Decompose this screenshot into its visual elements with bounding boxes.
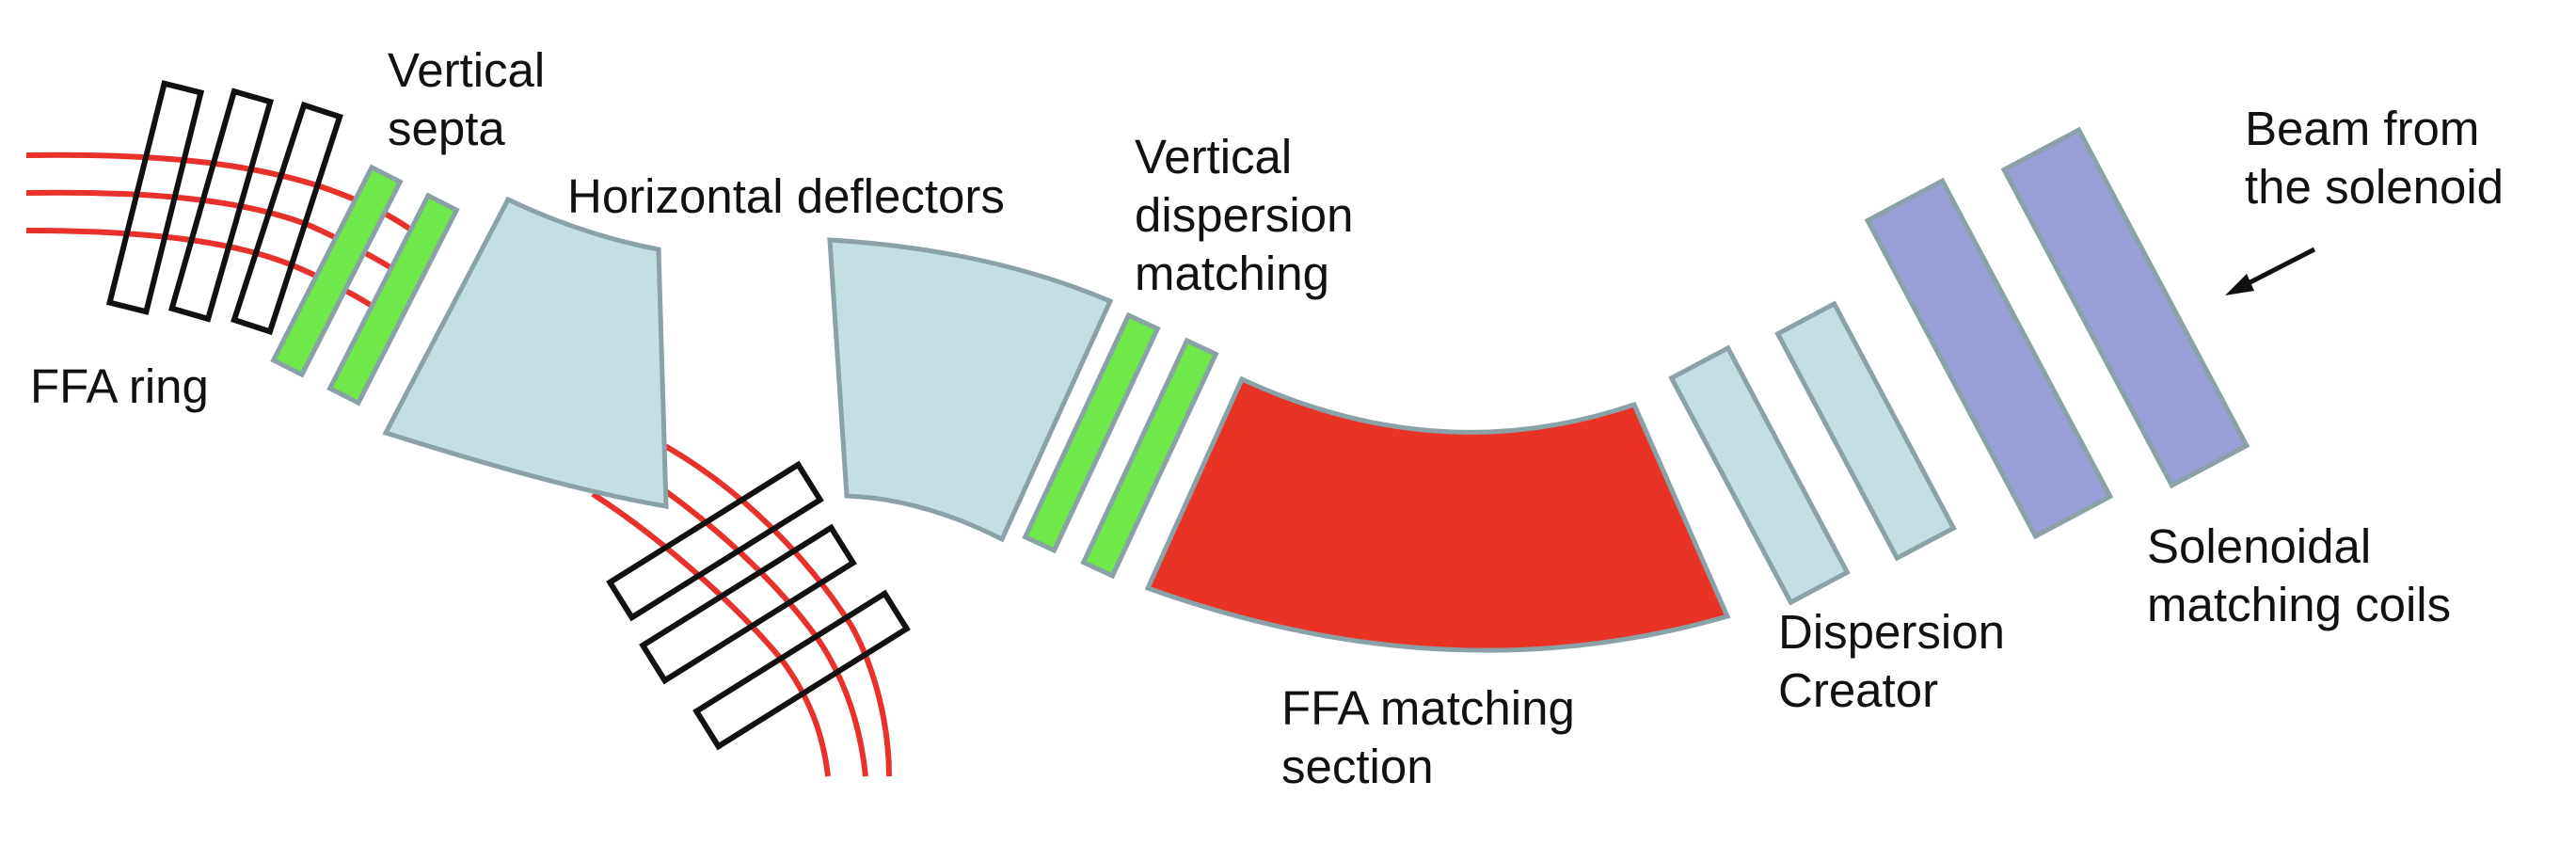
vertical-septum-2	[326, 192, 460, 407]
label-dispersion-creator: Dispersion Creator	[1778, 603, 2005, 720]
label-ffa-matching-section: FFA matching section	[1281, 679, 1575, 796]
label-vertical-septa: Vertical septa	[388, 41, 545, 158]
extraction-magnets	[606, 460, 911, 751]
extraction-beam-lines	[591, 439, 892, 777]
extraction-magnet-1	[606, 460, 824, 622]
label-vertical-septa-line-2: septa	[388, 102, 505, 155]
extraction-magnet-2	[639, 523, 857, 685]
horizontal-deflector-right	[827, 237, 1114, 543]
extraction-line-3	[657, 439, 892, 777]
vertical-dispersion-magnet-1	[1022, 311, 1161, 554]
label-ffa-ring: FFA ring	[30, 359, 209, 413]
solenoidal-coil-2	[2000, 126, 2250, 489]
label-horizontal-deflectors: Horizontal deflectors	[567, 169, 1005, 223]
label-dc-line-1: Dispersion	[1778, 605, 2005, 659]
label-vdm-line-3: matching	[1135, 247, 1329, 300]
dispersion-creator-magnet-1	[1668, 344, 1851, 606]
solenoidal-matching-coils	[1864, 126, 2250, 540]
label-vdm-line-2: dispersion	[1135, 188, 1354, 242]
dispersion-creator-magnet-2	[1774, 300, 1957, 562]
label-vdm-line-1: Vertical	[1135, 130, 1293, 183]
solenoidal-coil-1	[1864, 177, 2114, 540]
vertical-dispersion-magnet-2	[1080, 337, 1219, 580]
horizontal-deflector-left	[382, 196, 669, 509]
beam-direction-arrow	[2225, 247, 2316, 295]
extraction-magnet-3	[692, 589, 911, 751]
extraction-line-2	[619, 458, 868, 777]
label-solenoidal-matching-coils: Solenoidal matching coils	[2147, 518, 2451, 634]
vertical-dispersion-matching-magnets	[1022, 311, 1219, 580]
label-smc-line-1: Solenoidal	[2147, 519, 2372, 573]
ffa-ring-magnet-1	[105, 80, 205, 315]
label-smc-line-2: matching coils	[2147, 578, 2452, 631]
ffa-ring-magnet-3	[231, 101, 343, 336]
label-beam-from-solenoid: Beam from the solenoid	[2245, 100, 2504, 216]
vertical-septa	[270, 164, 460, 407]
label-fms-line-2: section	[1281, 740, 1434, 793]
vertical-septum-1	[270, 164, 404, 378]
label-beam-line-2: the solenoid	[2245, 160, 2504, 214]
label-beam-line-1: Beam from	[2245, 102, 2480, 155]
label-dc-line-2: Creator	[1778, 663, 1939, 717]
ffa-ring-magnet-2	[167, 88, 275, 323]
beam-line-middle	[25, 189, 408, 280]
extraction-line-1	[591, 491, 831, 777]
label-vertical-septa-line-1: Vertical	[388, 43, 546, 97]
dispersion-creator	[1668, 300, 1957, 606]
beam-line-lower	[25, 228, 397, 325]
ffa-ring-magnets	[105, 80, 343, 336]
ffa-matching-section	[1144, 375, 1731, 653]
label-vertical-dispersion-matching: Vertical dispersion matching	[1135, 128, 1353, 303]
label-fms-line-1: FFA matching	[1281, 681, 1575, 735]
